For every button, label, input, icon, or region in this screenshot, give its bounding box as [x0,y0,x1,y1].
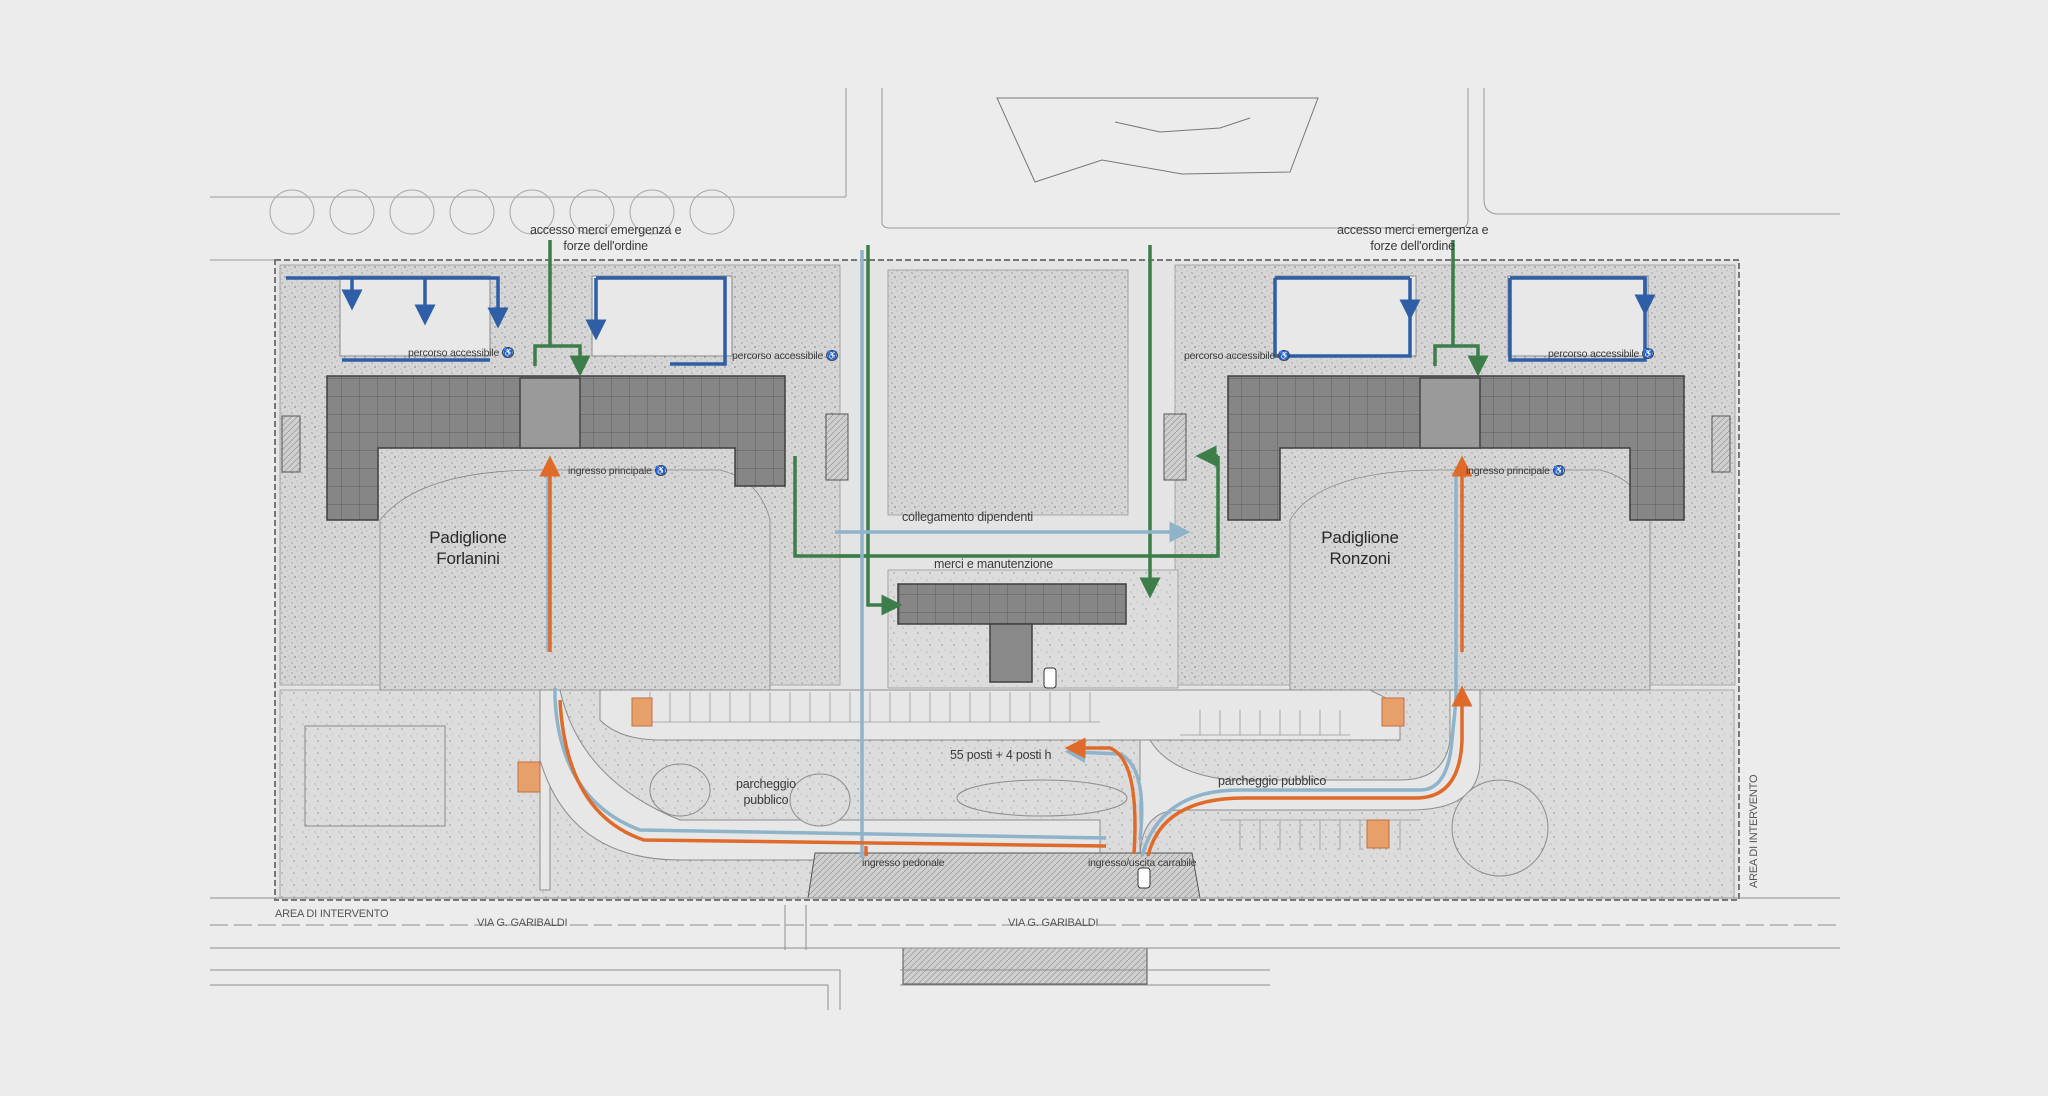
label-ingresso-carrabile: ingresso/uscita carrabile [1088,857,1197,869]
courtyards [304,275,1649,827]
service-building [897,583,1127,683]
label-ingresso-pedonale: ingresso pedonale [862,857,945,869]
trees-top [269,189,735,235]
wheelchair-icon: ♿ [502,347,514,359]
label-access-left: accesso merci emergenza e forze dell'ord… [530,223,682,253]
stair-towers [281,413,1731,481]
label-area-intervento-bottom: AREA DI INTERVENTO [275,908,389,920]
label-parcheggio-left: parcheggio pubblico [736,777,796,807]
label-percorso-1: percorso accessibile♿ [408,347,514,359]
label-ingresso-principale-left: ingresso principale♿ [568,465,667,477]
label-via-left: VIA G. GARIBALDI [477,917,568,929]
label-posti: 55 posti + 4 posti h [950,748,1052,762]
wheelchair-icon: ♿ [826,350,838,362]
street-lines [210,897,1840,1010]
building-name-forlanini: Padiglione Forlanini [429,528,507,568]
label-collegamento: collegamento dipendenti [902,510,1033,524]
label-area-intervento-right: AREA DI INTERVENTO [1748,774,1760,888]
context-lines [210,88,1840,261]
building-forlanini [326,375,786,521]
label-percorso-2: percorso accessibile♿ [732,350,838,362]
no-parking-sign-icon [517,697,1405,849]
label-ingresso-principale-right: ingresso principale♿ [1466,465,1565,477]
building-name-ronzoni: Padiglione Ronzoni [1321,528,1399,568]
car-icon [1043,667,1151,889]
wheelchair-icon: ♿ [654,465,667,477]
building-ronzoni [1227,375,1685,521]
label-access-right: accesso merci emergenza e forze dell'ord… [1337,223,1489,253]
label-merci: merci e manutenzione [934,557,1053,571]
wheelchair-icon: ♿ [1552,465,1565,477]
wheelchair-icon: ♿ [1642,348,1654,360]
label-percorso-4: percorso accessibile♿ [1548,348,1654,360]
route-vehicle-orange [539,455,1473,857]
label-via-right: VIA G. GARIBALDI [1008,917,1099,929]
lawns [379,469,1651,691]
label-parcheggio-right: parcheggio pubblico [1218,774,1327,788]
label-percorso-3: percorso accessibile♿ [1184,350,1290,362]
wheelchair-icon: ♿ [1278,350,1290,362]
route-accessible-blue [286,276,1656,366]
